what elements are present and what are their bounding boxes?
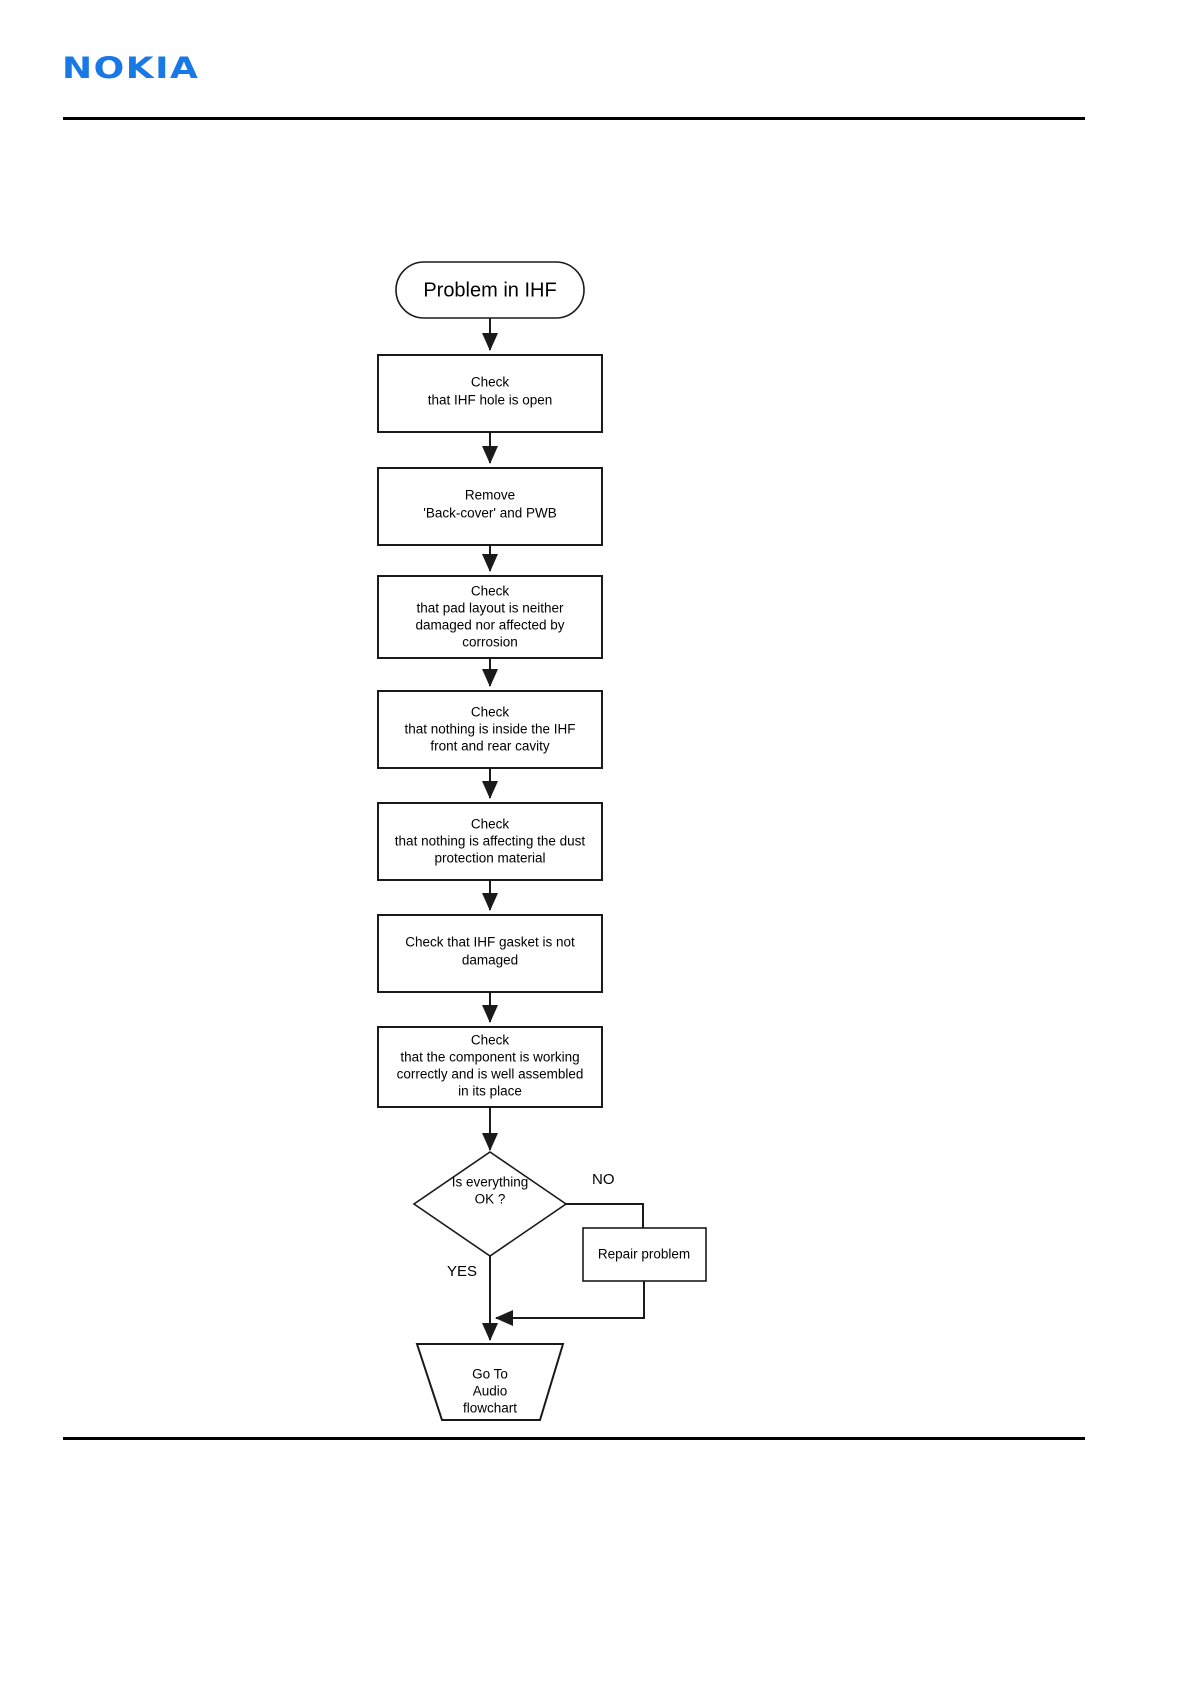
node-step7-line3: correctly and is well assembled xyxy=(397,1067,584,1082)
node-start[interactable]: Problem in IHF xyxy=(395,261,585,319)
page-header: NOKIA xyxy=(0,0,1191,130)
node-step1-line1: Check xyxy=(471,375,510,390)
node-step1-line2: that IHF hole is open xyxy=(428,393,553,408)
node-step2-line2: 'Back-cover' and PWB xyxy=(423,506,556,521)
node-step3-line2: that pad layout is neither xyxy=(416,601,564,616)
node-end-line3: flowchart xyxy=(463,1401,517,1416)
node-repair-label: Repair problem xyxy=(598,1247,690,1262)
node-step3-line3: damaged nor affected by xyxy=(415,618,564,633)
nokia-logo: NOKIA xyxy=(62,52,200,86)
node-step4[interactable]: Check that nothing is inside the IHF fro… xyxy=(377,690,603,769)
footer-divider xyxy=(63,1437,1085,1440)
node-end-line2: Audio xyxy=(473,1384,508,1399)
edge-label-yes: YES xyxy=(447,1263,477,1280)
node-start-label: Problem in IHF xyxy=(423,279,556,301)
node-decision[interactable]: Is everything OK ? xyxy=(412,1151,568,1257)
header-divider xyxy=(63,117,1085,120)
node-step7-line1: Check xyxy=(471,1033,510,1048)
node-repair[interactable]: Repair problem xyxy=(582,1227,707,1282)
node-step6-line1: Check that IHF gasket is not xyxy=(405,935,575,950)
edge-label-no: NO xyxy=(592,1171,615,1188)
node-end-line1: Go To xyxy=(472,1367,508,1382)
node-step4-line1: Check xyxy=(471,705,510,720)
node-step5-line3: protection material xyxy=(434,851,545,866)
node-step7[interactable]: Check that the component is working corr… xyxy=(377,1026,603,1108)
node-step7-line2: that the component is working xyxy=(400,1050,579,1065)
node-step7-line4: in its place xyxy=(458,1084,522,1099)
node-decision-line2: OK ? xyxy=(475,1192,506,1207)
node-end[interactable]: Go To Audio flowchart xyxy=(415,1343,565,1421)
node-step4-line3: front and rear cavity xyxy=(430,739,550,754)
node-step5-line1: Check xyxy=(471,817,510,832)
node-decision-line1: Is everything xyxy=(452,1175,529,1190)
node-step5-line2: that nothing is affecting the dust xyxy=(395,834,586,849)
node-step6-line2: damaged xyxy=(462,953,518,968)
node-step3-line1: Check xyxy=(471,584,510,599)
node-step6[interactable]: Check that IHF gasket is not damaged xyxy=(377,914,603,993)
node-step3-line4: corrosion xyxy=(462,635,518,650)
node-step2[interactable]: Remove 'Back-cover' and PWB xyxy=(377,467,603,546)
node-step1[interactable]: Check that IHF hole is open xyxy=(377,354,603,433)
node-step2-line1: Remove xyxy=(465,488,515,503)
edge-decision-no xyxy=(566,1203,644,1228)
node-step5[interactable]: Check that nothing is affecting the dust… xyxy=(377,802,603,881)
node-step4-line2: that nothing is inside the IHF xyxy=(404,722,575,737)
edge-repair-to-end xyxy=(495,1281,645,1326)
node-step3[interactable]: Check that pad layout is neither damaged… xyxy=(377,575,603,659)
